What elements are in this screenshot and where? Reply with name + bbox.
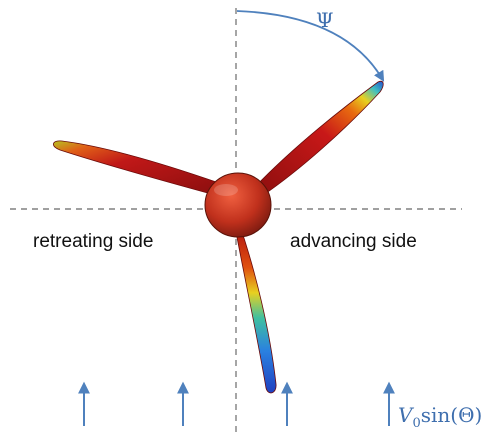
blade-upper-right <box>251 80 384 197</box>
rotor-hub-highlight <box>214 184 238 196</box>
rotor-hub <box>204 172 272 238</box>
advancing-side-label: advancing side <box>290 231 417 252</box>
velocity-subscript: 0 <box>412 416 420 431</box>
retreating-side-label: retreating side <box>33 231 154 252</box>
blade-upper-left <box>53 140 220 196</box>
flow-arrows <box>78 381 395 426</box>
blade-lower <box>235 225 277 394</box>
velocity-function: sin(Θ) <box>421 403 483 427</box>
velocity-symbol: V <box>398 403 415 427</box>
psi-label: Ψ <box>316 8 334 32</box>
velocity-label: V0sin(Θ) <box>398 403 482 431</box>
psi-rotation-arc <box>236 10 385 82</box>
